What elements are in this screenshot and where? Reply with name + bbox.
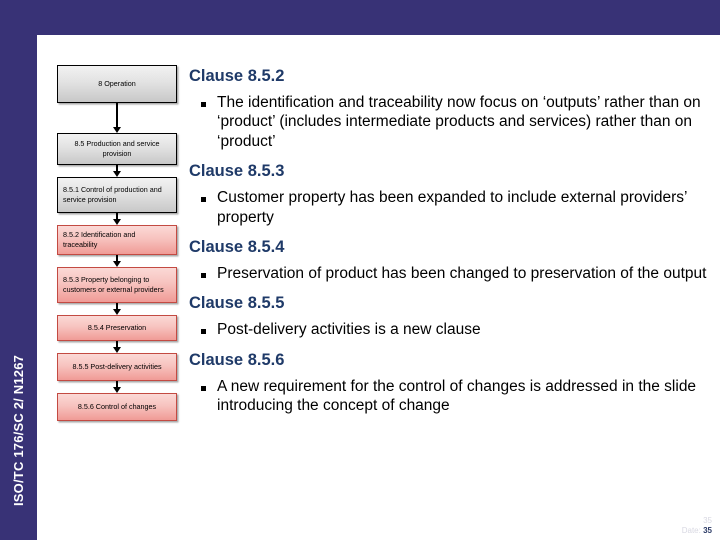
top-accent-band <box>0 0 720 35</box>
footer-page-number: 35 <box>703 526 712 535</box>
clause-block-8-5-2: Clause 8.5.2 The identification and trac… <box>189 67 709 151</box>
document-reference-label: ISO/TC 176/SC 2/ N1267 <box>11 354 26 506</box>
clause-bullet: The identification and traceability now … <box>189 93 709 152</box>
clause-block-8-5-3: Clause 8.5.3 Customer property has been … <box>189 162 709 227</box>
bullet-square-icon <box>201 320 217 340</box>
arrow-stem <box>115 213 118 219</box>
arrow-head-icon <box>112 127 121 133</box>
clause-bullet-text: Customer property has been expanded to i… <box>217 189 687 226</box>
clause-bullet: Post-delivery activities is a new clause <box>189 320 709 340</box>
flow-arrow-7 <box>112 381 121 393</box>
arrow-head-icon <box>112 387 121 393</box>
arrow-head-icon <box>112 309 121 315</box>
arrow-head-icon <box>112 261 121 267</box>
flow-arrow-6 <box>112 341 121 353</box>
slide-footer: 35 Date: 35 <box>682 516 712 536</box>
clause-heading: Clause 8.5.6 <box>189 350 285 369</box>
clause-block-8-5-4: Clause 8.5.4 Preservation of product has… <box>189 238 709 283</box>
flow-node-8-5-6-control-of-changes[interactable]: 8.5.6 Control of changes <box>57 393 177 421</box>
flow-arrow-5 <box>112 303 121 315</box>
flow-node-8-5-production[interactable]: 8.5 Production and service provision <box>57 133 177 165</box>
arrow-stem <box>115 303 118 309</box>
bullet-square-icon <box>201 264 217 284</box>
flow-node-8-5-2-identification[interactable]: 8.5.2 Identification and traceability <box>57 225 177 255</box>
clause-heading: Clause 8.5.4 <box>189 238 285 257</box>
flow-arrow-1 <box>112 103 121 133</box>
clause-block-8-5-5: Clause 8.5.5 Post-delivery activities is… <box>189 294 709 339</box>
clause-bullet: Preservation of product has been changed… <box>189 264 709 284</box>
clause-bullet-text: Preservation of product has been changed… <box>217 264 707 282</box>
clause-bullet: Customer property has been expanded to i… <box>189 188 709 227</box>
clause-bullet-text: The identification and traceability now … <box>217 93 701 150</box>
left-accent-rail <box>0 0 37 540</box>
flow-node-8-operation[interactable]: 8 Operation <box>57 65 177 103</box>
flow-node-8-5-5-post-delivery[interactable]: 8.5.5 Post-delivery activities <box>57 353 177 381</box>
arrow-head-icon <box>112 171 121 177</box>
clause-heading: Clause 8.5.2 <box>189 67 285 85</box>
clause-bullet-text: A new requirement for the control of cha… <box>217 377 697 415</box>
bullet-square-icon <box>201 93 217 152</box>
clause-bullet: A new requirement for the control of cha… <box>189 377 709 416</box>
arrow-stem <box>115 341 118 347</box>
footer-date-label: Date: <box>681 526 701 535</box>
flow-arrow-4 <box>112 255 121 267</box>
arrow-stem <box>115 381 118 387</box>
bullet-square-icon <box>201 377 217 416</box>
footer-page-line: Date: 35 <box>682 526 712 536</box>
clause-notes-column: Clause 8.5.2 The identification and trac… <box>189 67 709 427</box>
clause-bullet-text: Post-delivery activities is a new clause <box>217 321 481 339</box>
arrow-head-icon <box>112 219 121 225</box>
clause-heading: Clause 8.5.5 <box>189 294 285 313</box>
flow-arrow-3 <box>112 213 121 225</box>
clause-heading: Clause 8.5.3 <box>189 162 285 181</box>
slide-content-area: 8 Operation 8.5 Production and service p… <box>37 35 720 540</box>
footer-page-faint: 35 <box>703 516 712 525</box>
arrow-stem <box>115 255 118 261</box>
flow-node-8-5-1-control[interactable]: 8.5.1 Control of production and service … <box>57 177 177 213</box>
clause-block-8-5-6: Clause 8.5.6 A new requirement for the c… <box>189 351 709 416</box>
arrow-stem <box>115 103 118 127</box>
arrow-stem <box>115 165 118 171</box>
flow-arrow-2 <box>112 165 121 177</box>
bullet-square-icon <box>201 188 217 227</box>
flow-node-8-5-4-preservation[interactable]: 8.5.4 Preservation <box>57 315 177 341</box>
arrow-head-icon <box>112 347 121 353</box>
flow-node-8-5-3-property[interactable]: 8.5.3 Property belonging to customers or… <box>57 267 177 303</box>
